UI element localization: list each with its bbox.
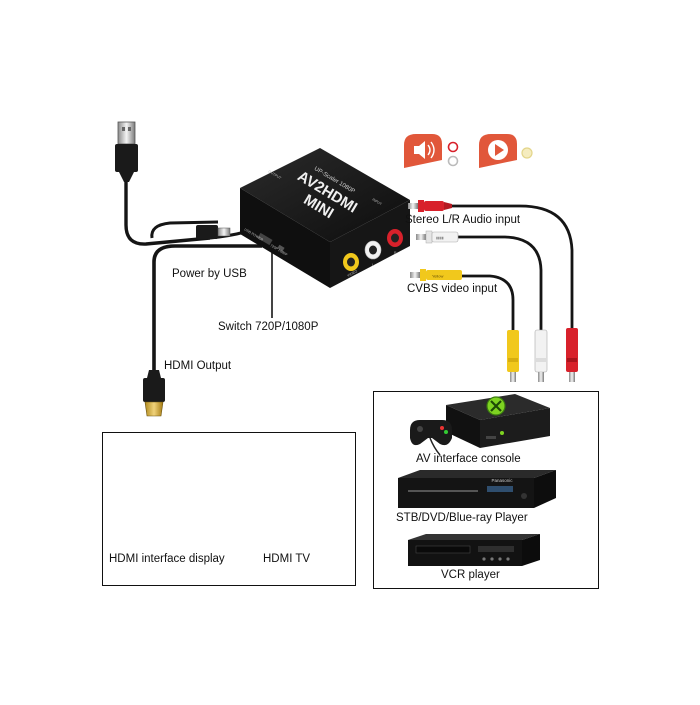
source-label-vcr: VCR player xyxy=(441,569,500,581)
video-indicator-icon xyxy=(521,147,533,159)
source-label-console: AV interface console xyxy=(416,453,521,465)
power-usb-label: Power by USB xyxy=(172,268,247,280)
micro-usb-plug xyxy=(196,225,231,239)
source-label-dvd: STB/DVD/Blue-ray Player xyxy=(396,512,528,524)
rca-plug-yellow-top: Yellow xyxy=(410,269,462,281)
plug-white-label: ▮▮▮▮ xyxy=(436,236,444,240)
plug-yellow-label: Yellow xyxy=(432,274,444,279)
port-output-label: OUTPUT xyxy=(267,169,282,180)
port-r-label: R xyxy=(394,251,397,255)
gamepad-image xyxy=(410,420,452,456)
output-label-display: HDMI interface display xyxy=(109,553,225,565)
port-video-label: VIDEO xyxy=(347,269,359,278)
rca-jack-left xyxy=(364,240,382,260)
usb-cable xyxy=(124,175,211,246)
audio-indicator-icon xyxy=(447,141,459,167)
speaker-icon xyxy=(404,134,442,168)
hdmi-plug xyxy=(143,370,165,417)
xbox-console-image xyxy=(446,394,550,448)
rca-plug-white-top: ▮▮▮▮ xyxy=(416,230,459,244)
stereo-audio-label: Stereo L/R Audio input xyxy=(405,214,521,226)
port-l-label: L xyxy=(372,263,374,267)
output-label-tv: HDMI TV xyxy=(263,553,311,565)
yellow-cable xyxy=(460,274,515,332)
cvbs-video-label: CVBS video input xyxy=(407,283,498,295)
rca-plug-red-bottom xyxy=(566,328,578,382)
usb-a-plug xyxy=(115,121,138,182)
rca-plug-white-bottom xyxy=(534,329,548,382)
dvd-brand: Panasonic xyxy=(491,478,513,483)
rca-jack-video xyxy=(343,253,359,271)
av2hdmi-converter: AV2HDMI MINI UP-Scaler 1080P OUTPUT INPU… xyxy=(240,148,410,288)
dvd-player-image: Panasonic xyxy=(398,470,556,508)
output-devices-box: HDMI interface display HDMI TV xyxy=(102,432,356,586)
play-icon xyxy=(479,134,517,168)
source-devices-box: AV interface console STB/DVD/Blue-ray Pl… xyxy=(373,391,599,589)
hdmi-cable xyxy=(152,244,262,370)
rca-jack-right xyxy=(387,229,403,247)
red-cable xyxy=(440,204,574,330)
port-input-label: INPUT xyxy=(371,197,383,206)
rca-plug-yellow-bottom xyxy=(507,330,519,382)
hdmi-output-label: HDMI Output xyxy=(164,360,232,372)
white-cable xyxy=(450,235,543,332)
vcr-player-image xyxy=(408,534,540,566)
switch-resolution-label: Switch 720P/1080P xyxy=(218,321,319,333)
rca-plug-red-top xyxy=(408,200,452,212)
